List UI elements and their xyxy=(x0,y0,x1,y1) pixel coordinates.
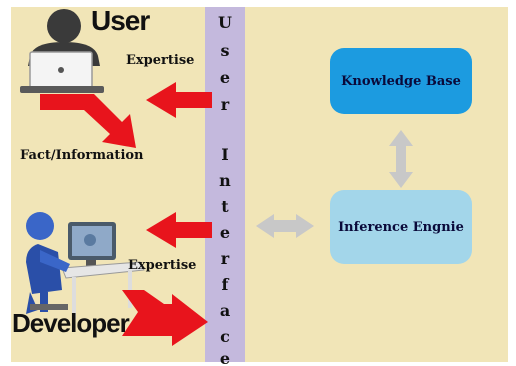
ui-letter: r xyxy=(220,249,230,268)
arrow-expertise-to-user xyxy=(146,82,212,118)
user-laptop-icon xyxy=(20,9,104,93)
ui-letter: f xyxy=(221,275,229,294)
expertise-label-top: Expertise xyxy=(126,53,195,68)
arrow-expertise-to-developer xyxy=(146,212,212,248)
fact-information-label: Fact/Information xyxy=(20,148,144,163)
arrow-user-to-fact xyxy=(40,94,136,148)
ui-letter: a xyxy=(219,301,231,320)
inference-engine-box: Inference Engnie xyxy=(330,190,472,264)
user-interface-bar: U s e r I n t e r f a c e xyxy=(205,7,245,366)
ui-letter: s xyxy=(220,41,230,60)
knowledge-base-label: Knowledge Base xyxy=(341,73,461,89)
connector-kb-ie xyxy=(389,130,413,188)
developer-label: Developer xyxy=(12,308,130,338)
ui-letter: e xyxy=(219,68,231,87)
ui-letter: I xyxy=(221,145,229,164)
ui-letter: e xyxy=(219,349,231,366)
arrow-developer-to-ui xyxy=(122,290,208,346)
inference-engine-label: Inference Engnie xyxy=(338,219,464,235)
knowledge-base-box: Knowledge Base xyxy=(330,48,472,114)
ui-letter: U xyxy=(218,13,232,32)
red-arrows xyxy=(40,82,212,346)
gray-connectors xyxy=(256,130,413,238)
ui-letter: r xyxy=(220,95,230,114)
ui-letter: c xyxy=(220,327,230,346)
expertise-label-bottom: Expertise xyxy=(128,258,197,273)
connector-ui-ie xyxy=(256,214,314,238)
ui-letter: e xyxy=(219,223,231,242)
user-label: User xyxy=(91,5,150,36)
ui-letter: t xyxy=(221,197,229,216)
developer-computer-icon xyxy=(26,212,145,319)
ui-letter: n xyxy=(219,171,231,190)
